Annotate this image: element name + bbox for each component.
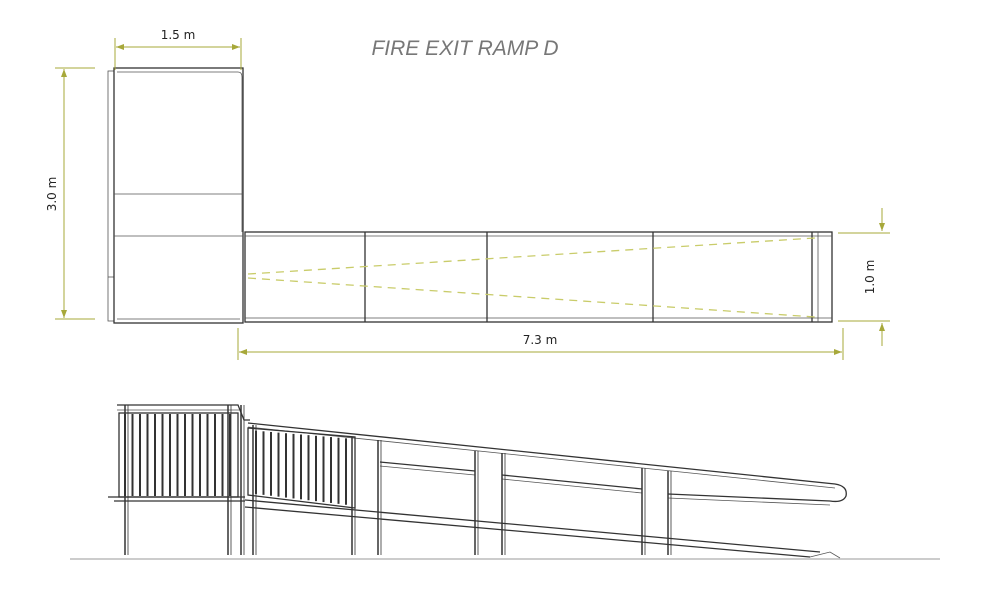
dimension-label: 1.0 m bbox=[863, 260, 877, 295]
dimension-landing-length: 3.0 m bbox=[45, 67, 95, 320]
dimension-ramp-width: 1.0 m bbox=[838, 208, 890, 346]
dimension-label: 3.0 m bbox=[45, 177, 59, 212]
slope-line-lower bbox=[247, 277, 816, 318]
ramp-railing bbox=[244, 422, 847, 559]
plan-view: 1.5 m 3.0 m 7.3 m 1.0 m bbox=[45, 28, 890, 360]
slope-line-upper bbox=[247, 237, 816, 275]
elevation-view bbox=[70, 404, 940, 560]
dimension-ramp-length: 7.3 m bbox=[237, 328, 844, 360]
plan-landing bbox=[107, 67, 244, 324]
dimension-label: 7.3 m bbox=[523, 333, 558, 347]
plan-ramp bbox=[244, 231, 833, 323]
drawing-title: FIRE EXIT RAMP D bbox=[371, 37, 558, 60]
dimension-landing-width: 1.5 m bbox=[114, 28, 242, 70]
dimension-label: 1.5 m bbox=[161, 28, 196, 42]
